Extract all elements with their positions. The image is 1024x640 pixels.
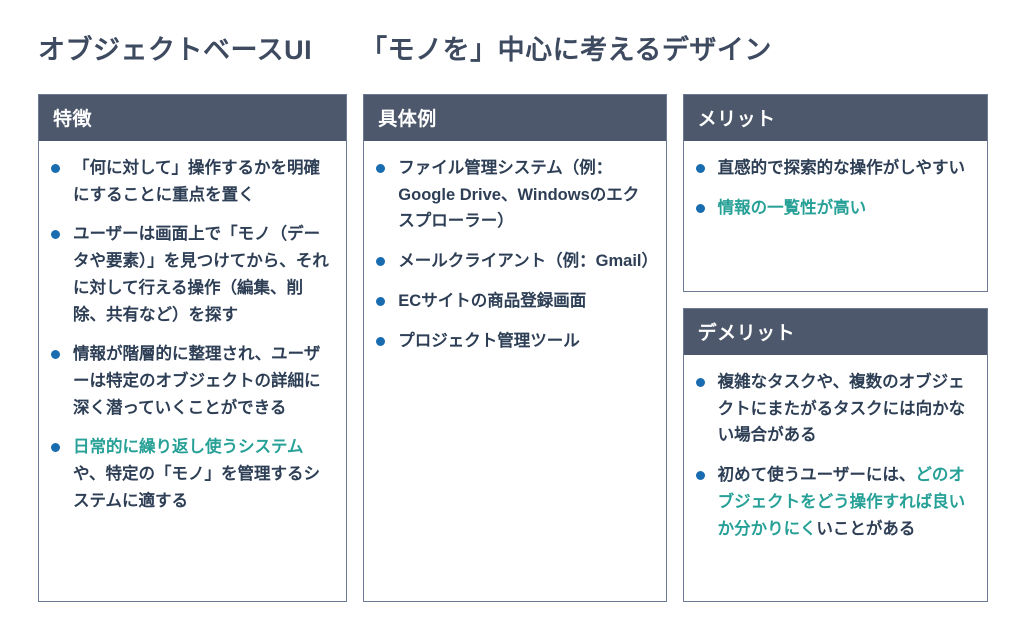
bullet-text: 情報が階層的に整理され、ユーザーは特定のオブジェクトの詳細に深く潜っていくことが… <box>73 345 321 417</box>
page-title: オブジェクトベースUI 「モノを」中心に考えるデザイン <box>38 28 772 67</box>
bullet-item: 情報の一覧性が高い <box>694 195 975 222</box>
bullet-text-highlight: 情報の一覧性が高い <box>717 198 867 217</box>
bullet-text-highlight: 日常的に繰り返し使うシステム <box>73 438 304 457</box>
title-main: オブジェクトベースUI <box>38 35 313 65</box>
bullet-item: 複雑なタスクや、複数のオブジェクトにまたがるタスクには向かない場合がある <box>694 369 975 449</box>
panel-body-features: 「何に対して」操作するかを明確にすることに重点を置くユーザーは画面上で「モノ（デ… <box>39 141 346 525</box>
bullet-text: 初めて使うユーザーには、 <box>717 466 916 485</box>
bullet-item: 初めて使うユーザーには、どのオブジェクトをどう操作すれば良いか分かりにくいことが… <box>694 462 975 542</box>
panel-header-features: 特徴 <box>39 95 347 141</box>
panel-examples: 具体例 ファイル管理システム（例：Google Drive、Windowsのエク… <box>363 94 667 602</box>
panel-features: 特徴 「何に対して」操作するかを明確にすることに重点を置くユーザーは画面上で「モ… <box>38 94 348 602</box>
column-examples: 具体例 ファイル管理システム（例：Google Drive、Windowsのエク… <box>363 94 667 602</box>
bullet-text: 直感的で探索的な操作がしやすい <box>717 159 965 177</box>
bullet-list-features: 「何に対して」操作するかを明確にすることに重点を置くユーザーは画面上で「モノ（デ… <box>49 155 334 515</box>
bullet-text: ユーザーは画面上で「モノ（データや要素）」を見つけてから、それに対して行える操作… <box>73 225 329 324</box>
bullet-text: ファイル管理システム（例：Google Drive、Windowsのエクスプロー… <box>398 159 640 231</box>
bullet-item: ユーザーは画面上で「モノ（データや要素）」を見つけてから、それに対して行える操作… <box>49 221 334 328</box>
panel-demerits: デメリット 複雑なタスクや、複数のオブジェクトにまたがるタスクには向かない場合が… <box>682 308 988 602</box>
panel-columns: 特徴 「何に対して」操作するかを明確にすることに重点を置くユーザーは画面上で「モ… <box>38 94 988 604</box>
bullet-list-examples: ファイル管理システム（例：Google Drive、Windowsのエクスプロー… <box>374 155 658 355</box>
bullet-text-highlight: どのオブジェクトをどう操作すれば良いか分かりにく <box>717 466 966 538</box>
bullet-item: 「何に対して」操作するかを明確にすることに重点を置く <box>49 155 334 208</box>
bullet-item: 情報が階層的に整理され、ユーザーは特定のオブジェクトの詳細に深く潜っていくことが… <box>49 341 334 421</box>
column-features: 特徴 「何に対して」操作するかを明確にすることに重点を置くユーザーは画面上で「モ… <box>38 94 348 602</box>
panel-header-demerits: デメリット <box>683 309 987 355</box>
bullet-list-merits: 直感的で探索的な操作がしやすい情報の一覧性が高い <box>694 155 975 221</box>
bullet-list-demerits: 複雑なタスクや、複数のオブジェクトにまたがるタスクには向かない場合がある初めて使… <box>694 369 975 542</box>
bullet-item: プロジェクト管理ツール <box>374 328 653 355</box>
title-subtitle: 「モノを」中心に考えるデザイン <box>360 35 772 65</box>
bullet-text: や、特定の「モノ」を管理するシステムに適する <box>73 465 321 510</box>
panel-body-demerits: 複雑なタスクや、複数のオブジェクトにまたがるタスクには向かない場合がある初めて使… <box>684 355 987 552</box>
bullet-text: 複雑なタスクや、複数のオブジェクトにまたがるタスクには向かない場合がある <box>717 373 966 445</box>
bullet-text: メールクライアント（例：Gmail） <box>398 252 658 271</box>
panel-header-examples: 具体例 <box>364 95 666 141</box>
bullet-item: 日常的に繰り返し使うシステムや、特定の「モノ」を管理するシステムに適する <box>49 434 334 514</box>
bullet-text: 「何に対して」操作するかを明確にすることに重点を置く <box>73 159 321 204</box>
panel-body-merits: 直感的で探索的な操作がしやすい情報の一覧性が高い <box>684 141 987 231</box>
panel-header-merits: メリット <box>683 95 987 141</box>
bullet-text: いことがある <box>816 519 916 538</box>
column-merits-demerits: メリット 直感的で探索的な操作がしやすい情報の一覧性が高い デメリット 複雑なタ… <box>682 94 988 602</box>
bullet-item: ECサイトの商品登録画面 <box>374 288 653 315</box>
bullet-item: ファイル管理システム（例：Google Drive、Windowsのエクスプロー… <box>374 155 653 235</box>
bullet-text: プロジェクト管理ツール <box>398 331 580 350</box>
bullet-item: メールクライアント（例：Gmail） <box>374 248 658 275</box>
bullet-item: 直感的で探索的な操作がしやすい <box>694 155 975 182</box>
panel-merits: メリット 直感的で探索的な操作がしやすい情報の一覧性が高い <box>682 94 988 292</box>
panel-body-examples: ファイル管理システム（例：Google Drive、Windowsのエクスプロー… <box>364 141 665 364</box>
bullet-text: ECサイトの商品登録画面 <box>398 291 587 310</box>
